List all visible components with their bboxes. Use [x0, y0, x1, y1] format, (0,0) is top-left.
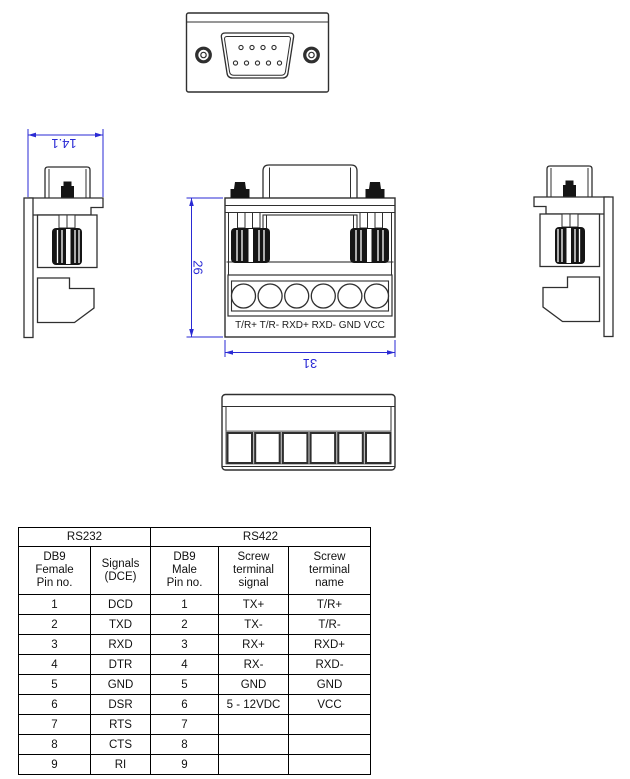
cell: 1	[150, 594, 219, 615]
dim-31	[224, 340, 396, 357]
cell: TX+	[218, 594, 289, 615]
cell: TXD	[90, 614, 151, 635]
cell: RI	[90, 754, 151, 775]
col-header-db9-female: DB9 Female Pin no.	[18, 546, 91, 595]
dim-26	[186, 197, 223, 338]
cell: 2	[150, 614, 219, 635]
cell: 9	[18, 754, 91, 775]
side-view-right	[531, 158, 619, 348]
dim-label-26: 26	[190, 260, 206, 275]
cell	[218, 734, 289, 755]
col-header-screw-name: Screw terminal name	[288, 546, 371, 595]
cell	[288, 714, 371, 735]
table-row: 4 DTR 4 RX- RXD-	[18, 654, 371, 675]
table-row: 6 DSR 6 5 - 12VDC VCC	[18, 694, 371, 715]
cell: GND	[288, 674, 371, 695]
cell	[288, 754, 371, 775]
group-header-rs422: RS422	[150, 527, 371, 547]
col-header-db9-male: DB9 Male Pin no.	[150, 546, 219, 595]
cell: 7	[18, 714, 91, 735]
col-header-screw-signal: Screw terminal signal	[218, 546, 289, 595]
screw-hole-right	[303, 46, 320, 64]
top-screw-right	[365, 182, 385, 198]
cell: 5	[150, 674, 219, 695]
thumbscrew-left	[231, 228, 270, 263]
table-row: 3 RXD 3 RX+ RXD+	[18, 634, 371, 655]
table-group-header-row: RS232 RS422	[18, 527, 371, 547]
cell: 2	[18, 614, 91, 635]
terminal-signal-labels: T/R+ T/R- RXD+ RXD- GND VCC	[235, 320, 385, 331]
side-view-left	[18, 125, 113, 340]
cell: GND	[90, 674, 151, 695]
table-row: 5 GND 5 GND GND	[18, 674, 371, 695]
table-row: 8 CTS 8	[18, 734, 371, 755]
thumbscrew-right	[350, 228, 389, 263]
cell: 3	[150, 634, 219, 655]
cell: RX+	[218, 634, 289, 655]
cell: 5 - 12VDC	[218, 694, 289, 715]
cell: 6	[18, 694, 91, 715]
cell: 8	[150, 734, 219, 755]
cell: 9	[150, 754, 219, 775]
cell: 4	[150, 654, 219, 675]
dim-label-31: 31	[302, 356, 318, 371]
cell: VCC	[288, 694, 371, 715]
cell: 3	[18, 634, 91, 655]
top-view-db9-face	[185, 10, 331, 95]
cell: TX-	[218, 614, 289, 635]
cell	[288, 734, 371, 755]
cell: RX-	[218, 654, 289, 675]
cell	[218, 754, 289, 775]
cell: 5	[18, 674, 91, 695]
cell: 4	[18, 654, 91, 675]
cell: RXD-	[288, 654, 371, 675]
terminal-block	[227, 274, 393, 317]
pin-table: RS232 RS422 DB9 Female Pin no. Signals (…	[18, 527, 371, 775]
cell: T/R-	[288, 614, 371, 635]
cell	[218, 714, 289, 735]
cell: RXD	[90, 634, 151, 655]
cell: 8	[18, 734, 91, 755]
table-row: 1 DCD 1 TX+ T/R+	[18, 594, 371, 615]
col-header-signals-dce: Signals (DCE)	[90, 546, 151, 595]
cell: DTR	[90, 654, 151, 675]
table-row: 2 TXD 2 TX- T/R-	[18, 614, 371, 635]
cell: CTS	[90, 734, 151, 755]
table-row: 9 RI 9	[18, 754, 371, 775]
db9-hood	[262, 164, 358, 198]
screw-hole-left	[195, 46, 212, 64]
cell: 1	[18, 594, 91, 615]
pin-holes	[232, 44, 283, 66]
bottom-view-terminal	[220, 392, 398, 474]
terminal-slots	[226, 432, 392, 464]
cell: RTS	[90, 714, 151, 735]
adapter-side-profile	[23, 166, 104, 339]
cell: 6	[150, 694, 219, 715]
dsub-shell	[220, 32, 295, 79]
cell: DCD	[90, 594, 151, 615]
group-header-rs232: RS232	[18, 527, 151, 547]
cell: RXD+	[288, 634, 371, 655]
cell: T/R+	[288, 594, 371, 615]
cell: DSR	[90, 694, 151, 715]
top-screw-left	[230, 182, 250, 198]
cell: 7	[150, 714, 219, 735]
dim-label-14-1: 14.1	[51, 136, 77, 151]
connector-recess	[262, 214, 358, 263]
table-row: 7 RTS 7	[18, 714, 371, 735]
cell: GND	[218, 674, 289, 695]
table-column-header-row: DB9 Female Pin no. Signals (DCE) DB9 Mal…	[18, 546, 371, 595]
dim-14-1	[27, 129, 104, 197]
front-view	[180, 160, 405, 378]
